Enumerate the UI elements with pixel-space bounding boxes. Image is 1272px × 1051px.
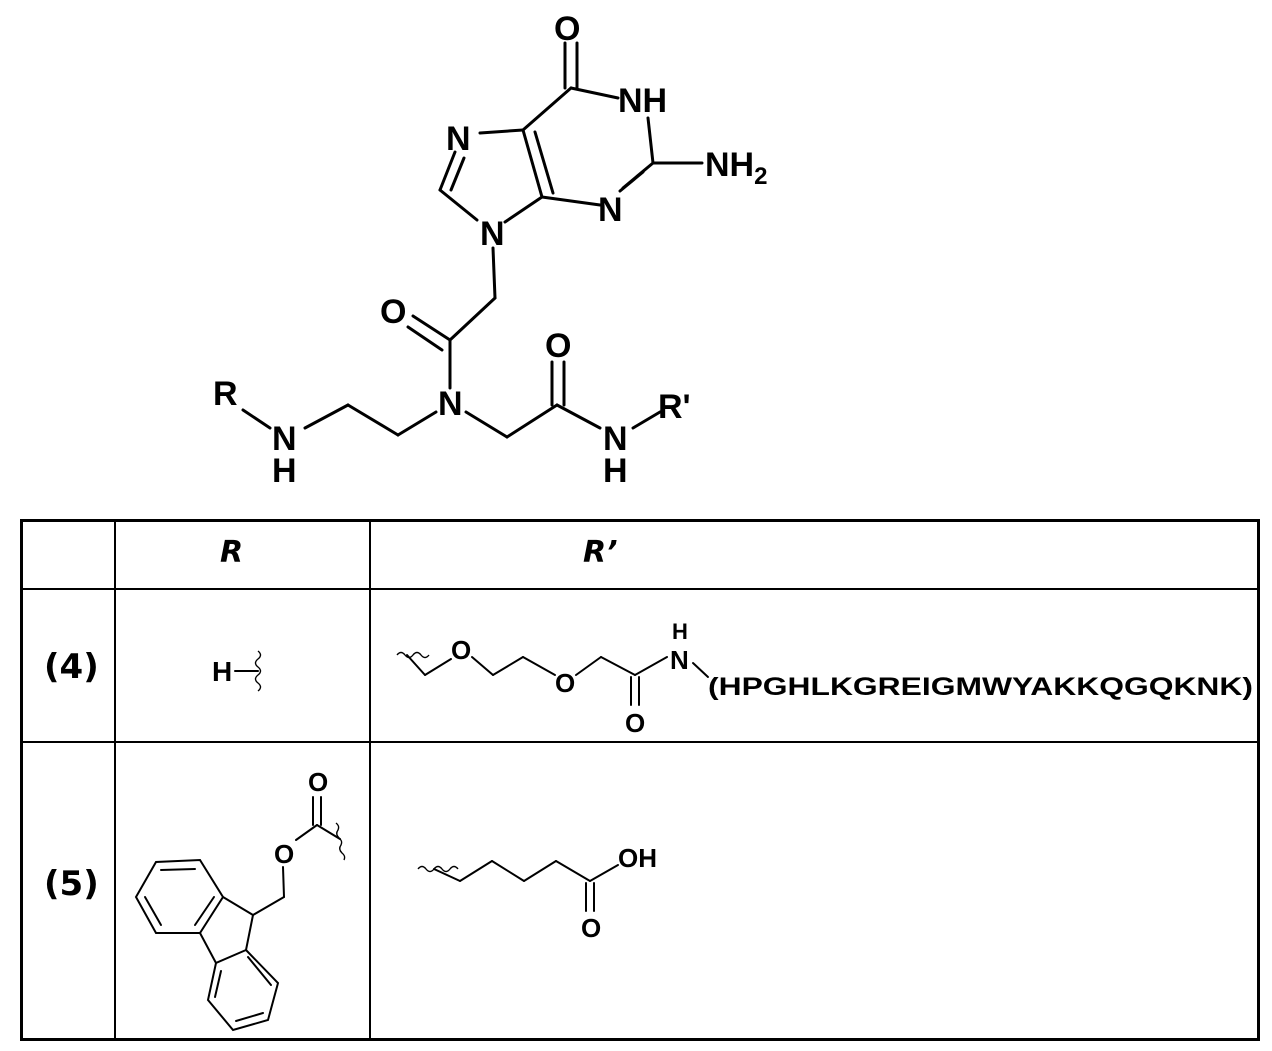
atom-n1h: NH (618, 82, 667, 120)
r4-atom-carbonyl-o: O (625, 708, 645, 738)
r4-atom-o2: O (555, 668, 575, 698)
atom-nh-right-h: H (603, 452, 628, 490)
atom-nh2: NH2 (705, 146, 767, 190)
atom-nh-right-n: N (603, 420, 628, 458)
wavy-bond-icon (417, 865, 459, 873)
r4-atom-o1: O (451, 635, 471, 665)
r4-atom-nh-h: H (672, 619, 688, 644)
wavy-bond-icon (335, 822, 346, 861)
table-grid (20, 519, 1260, 1041)
compound-label-5: (5) (44, 864, 99, 904)
r4-atom-n: N (670, 645, 689, 675)
main-structure-atoms: O NH NH2 N N N O O N R N H R' N H (213, 10, 767, 490)
atom-nh-left-n: N (272, 420, 297, 458)
atom-n-backbone: N (438, 385, 463, 423)
r5-atom-acid-carbonyl-o: O (581, 913, 601, 943)
wavy-bond-icon (254, 650, 262, 692)
atom-o-amide: O (380, 293, 406, 331)
atom-n3: N (598, 191, 623, 229)
atom-r: R (213, 375, 238, 413)
r4-peptide-sequence: (HPGHLKGREIGMWYAKKQGQKNK) (708, 673, 1253, 701)
atom-nh2-subscript: 2 (754, 163, 767, 190)
atom-n7: N (446, 120, 471, 158)
r5-atom-ester-o: O (274, 839, 294, 869)
r-group-5-fmoc: O O (134, 767, 346, 1032)
r5-atom-oh: OH (618, 843, 657, 873)
atom-o-backbone: O (545, 327, 571, 365)
wavy-bond-icon (396, 651, 430, 659)
atom-nh2-main: NH (705, 146, 754, 184)
pna-guanine-monomer-structure: O NH NH2 N N N O O N R N H R' N H (213, 10, 767, 490)
header-r: R (220, 535, 244, 570)
r-group-4-hydrogen: H (212, 650, 262, 692)
header-r-prime: R’ (583, 535, 618, 570)
compound-label-4: (4) (44, 647, 99, 687)
atom-n9: N (480, 215, 505, 253)
atom-nh-left-h: H (272, 452, 297, 490)
r-prime-group-5-acid: OH O (417, 843, 657, 943)
r4-atom-h: H (212, 656, 232, 687)
main-structure-bonds (241, 41, 704, 439)
substituent-table: R R’ (4) H O O O N H (20, 519, 1260, 1041)
atom-o-c6: O (554, 10, 580, 48)
r5-atom-carbonyl-o: O (308, 767, 328, 797)
atom-r-prime: R' (658, 388, 691, 426)
r-prime-group-4-linker: O O O N H (HPGHLKGREIGMWYAKKQGQKNK) (396, 619, 1253, 738)
